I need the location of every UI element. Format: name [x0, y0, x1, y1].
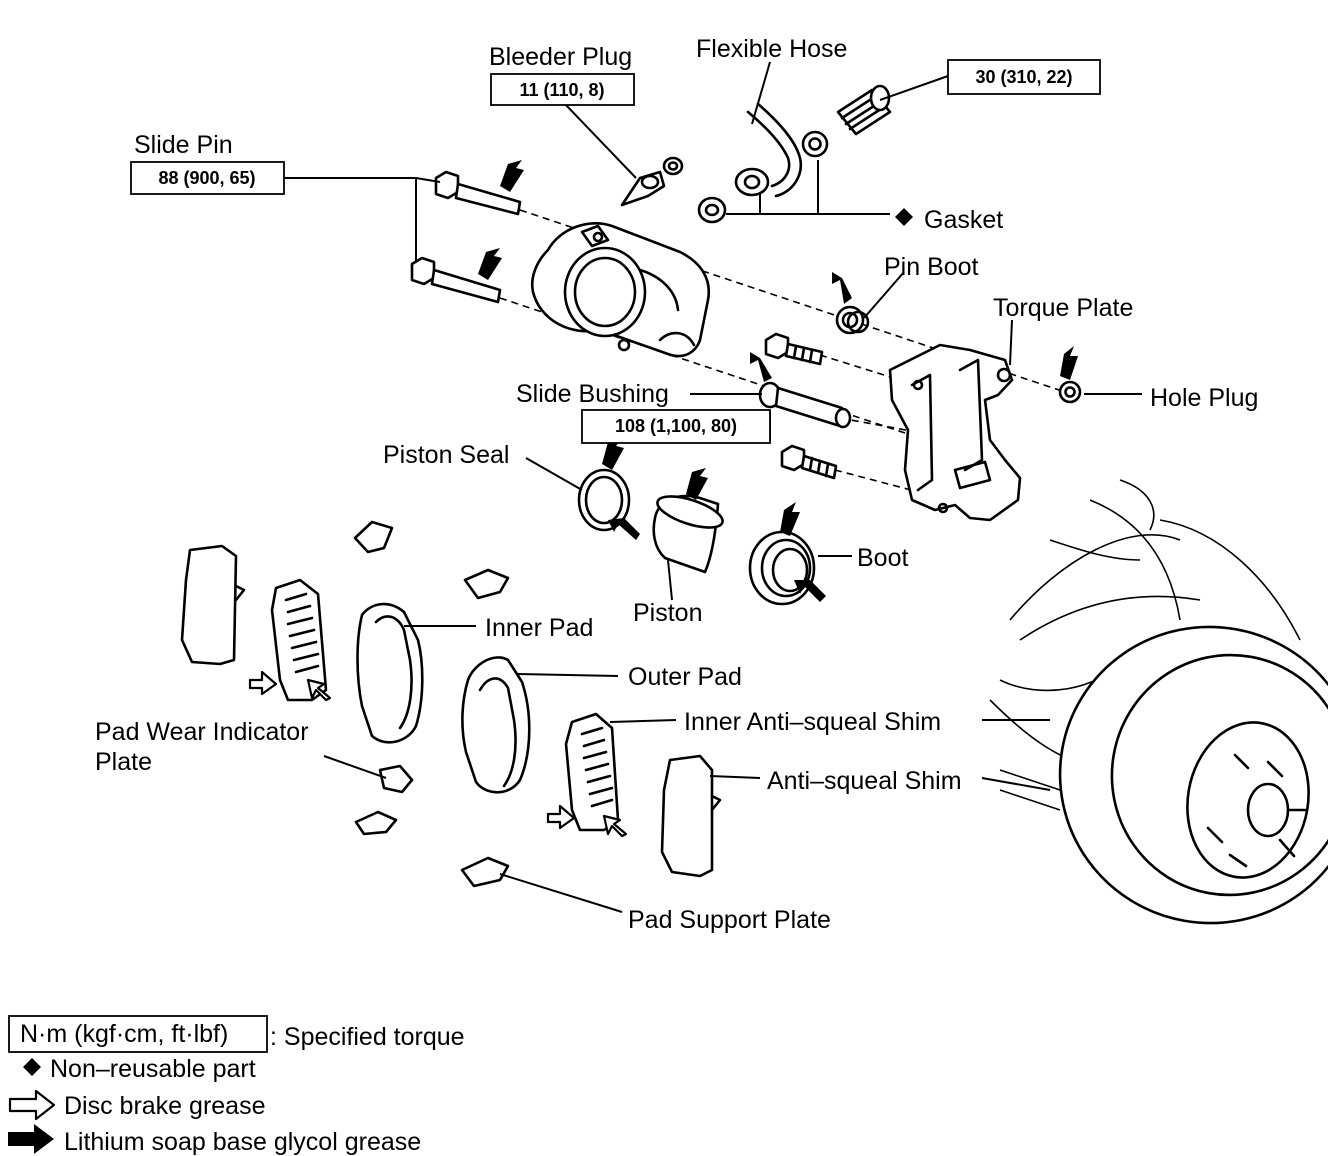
bleeder-plug: [620, 156, 684, 207]
solid-arrow-icon: [750, 352, 772, 382]
legend-torque-box: [8, 1015, 268, 1053]
torque-box-torque-plate: 108 (1,100, 80): [581, 409, 771, 444]
label-gasket: Gasket: [924, 206, 1003, 234]
solid-arrow-icon: [8, 1124, 54, 1154]
caliper-cylinder: [530, 221, 711, 358]
label-hole-plug: Hole Plug: [1150, 384, 1258, 412]
legend-disc-brake-grease: Disc brake grease: [64, 1092, 265, 1120]
grease-arrows: [248, 160, 1078, 838]
piston: [652, 494, 724, 574]
torque-plate: [888, 343, 1022, 522]
label-piston-seal: Piston Seal: [383, 441, 509, 469]
support-clips: [353, 520, 510, 888]
part-labels: Bleeder Plug Flexible Hose Slide Pin Gas…: [95, 35, 1258, 934]
flexible-hose: [697, 102, 829, 224]
solid-arrow-icon: [478, 248, 502, 280]
legend-lithium-grease: Lithium soap base glycol grease: [64, 1128, 421, 1156]
slide-pin-lower: [410, 256, 502, 304]
hollow-arrow-icon: [8, 1089, 56, 1121]
hollow-arrow-icon: [546, 804, 576, 830]
label-pin-boot: Pin Boot: [884, 253, 979, 281]
boot: [748, 530, 816, 606]
label-inner-pad: Inner Pad: [485, 614, 593, 642]
solid-arrow-icon: [608, 518, 640, 540]
label-pad-wear-indicator-plate-line2: Plate: [95, 748, 152, 776]
hollow-arrow-icon: [248, 670, 278, 696]
disc-rotor-assembly: [989, 479, 1328, 925]
hole-plug: [1058, 380, 1082, 404]
label-bleeder-plug: Bleeder Plug: [489, 43, 632, 71]
piston-seal: [577, 468, 631, 532]
anti-squeal-shim-right: [660, 754, 722, 878]
solid-arrow-icon: [500, 160, 524, 192]
slide-bushing: [758, 381, 852, 429]
torque-plate-bolts: [764, 332, 838, 480]
torque-box-union-bolt: 30 (310, 22): [947, 59, 1101, 95]
label-piston: Piston: [633, 599, 702, 627]
pin-boot: [835, 305, 870, 335]
slide-pin-upper: [434, 170, 522, 216]
torque-value-bleeder: 11 (110, 8): [519, 80, 604, 100]
torque-box-bleeder: 11 (110, 8): [490, 73, 635, 106]
label-pad-support-plate: Pad Support Plate: [628, 906, 831, 934]
label-flexible-hose: Flexible Hose: [696, 35, 847, 63]
label-outer-pad: Outer Pad: [628, 663, 742, 691]
legend-torque-desc: : Specified torque: [270, 1023, 465, 1051]
solid-arrow-icon: [602, 438, 624, 470]
label-boot: Boot: [857, 544, 908, 572]
anti-squeal-shim-left: [180, 544, 246, 666]
diamond-icon: [895, 208, 913, 226]
diamond-icon: [23, 1058, 41, 1076]
label-slide-pin: Slide Pin: [134, 131, 233, 159]
inner-anti-squeal-shim-left: [270, 578, 328, 702]
solid-arrow-icon: [686, 468, 708, 500]
solid-arrow-icon: [832, 272, 852, 304]
legend: N·m (kgf·cm, ft·lbf) : Specified torque …: [8, 1015, 465, 1156]
solid-arrow-icon: [794, 580, 826, 602]
label-pad-wear-indicator-plate-line1: Pad Wear Indicator: [95, 718, 309, 746]
outer-pad: [461, 656, 531, 794]
torque-value-union-bolt: 30 (310, 22): [975, 67, 1072, 87]
torque-value-torque-plate: 108 (1,100, 80): [615, 416, 737, 436]
label-slide-bushing: Slide Bushing: [516, 380, 669, 408]
leader-lines: [284, 61, 1142, 913]
torque-box-slide-pin: 88 (900, 65): [130, 161, 285, 195]
legend-non-reusable: Non–reusable part: [50, 1055, 256, 1083]
solid-arrow-icon: [780, 502, 800, 536]
torque-value-slide-pin: 88 (900, 65): [158, 168, 255, 188]
label-anti-squeal-shim: Anti–squeal Shim: [767, 767, 962, 795]
inner-pad: [356, 602, 424, 744]
inner-anti-squeal-shim-right: [564, 712, 620, 832]
legend-torque-units: N·m (kgf·cm, ft·lbf): [20, 1020, 228, 1048]
hollow-arrow-icon: [306, 678, 332, 702]
union-bolt: [836, 84, 892, 136]
label-torque-plate: Torque Plate: [993, 294, 1133, 322]
hollow-arrow-icon: [602, 814, 628, 838]
solid-arrow-icon: [1060, 346, 1078, 380]
label-inner-anti-squeal-shim: Inner Anti–squeal Shim: [684, 708, 941, 736]
